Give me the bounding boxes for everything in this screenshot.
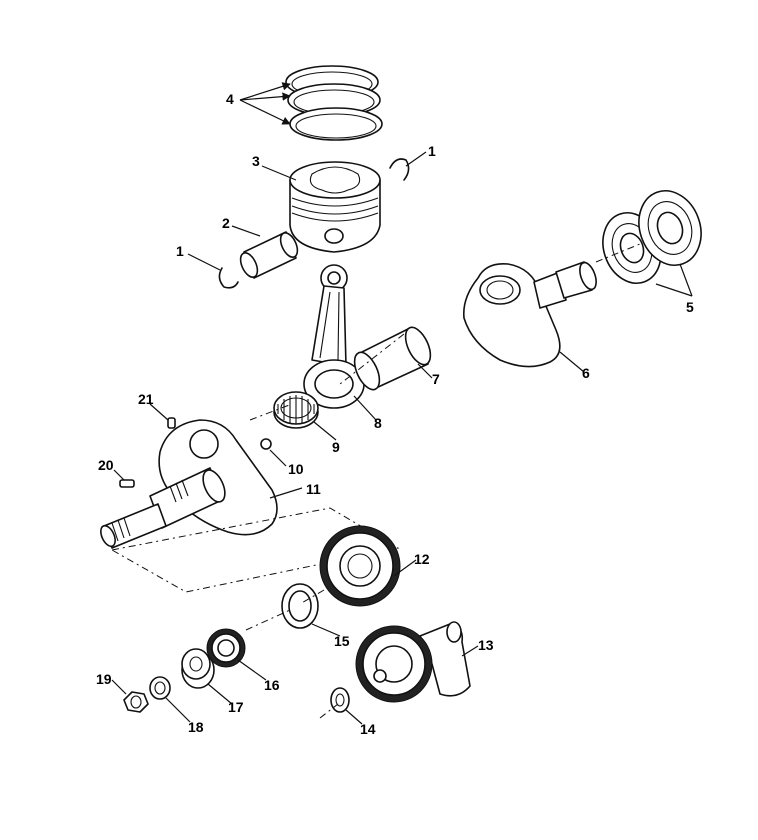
callout-10: 10 <box>288 461 304 477</box>
callout-13: 13 <box>478 637 494 653</box>
leader-lines <box>111 82 693 725</box>
assembly-outline <box>110 507 400 593</box>
callout-5: 5 <box>686 299 694 315</box>
piston-pin <box>239 231 299 279</box>
timing-gear <box>206 628 246 668</box>
callout-9: 9 <box>332 439 340 455</box>
woodruff-key-lower <box>119 479 135 488</box>
callout-16: 16 <box>264 677 280 693</box>
needle-bearing <box>273 391 319 429</box>
piston-rings <box>285 65 383 141</box>
callout-11: 11 <box>306 481 321 497</box>
thrust-washer <box>281 583 319 629</box>
callout-labels: 4 3 1 2 1 5 6 7 8 9 10 11 21 20 12 15 13… <box>96 91 694 737</box>
callout-15: 15 <box>334 633 350 649</box>
connecting-rod <box>303 264 365 409</box>
crankshaft-left-half <box>100 419 278 549</box>
crank-pin <box>353 326 432 391</box>
callout-4: 4 <box>226 91 234 107</box>
callout-14: 14 <box>360 721 376 737</box>
sprocket <box>181 648 215 689</box>
drive-gear <box>319 525 401 607</box>
circlip-left <box>218 267 239 289</box>
locating-ball <box>260 438 272 450</box>
callout-20: 20 <box>98 457 114 473</box>
crankshaft-right-half <box>462 261 597 368</box>
callout-1-left: 1 <box>176 243 184 259</box>
callout-8: 8 <box>374 415 382 431</box>
callout-17: 17 <box>228 699 244 715</box>
callout-6: 6 <box>582 365 590 381</box>
circlip-right <box>389 158 410 181</box>
callout-3: 3 <box>252 153 260 169</box>
shaft-washer <box>330 687 350 713</box>
lock-washer <box>149 676 171 700</box>
callout-19: 19 <box>96 671 112 687</box>
callout-1-right: 1 <box>428 143 436 159</box>
callout-18: 18 <box>188 719 204 735</box>
main-bearings <box>602 190 702 284</box>
hex-nut <box>123 691 149 713</box>
callout-7: 7 <box>432 371 440 387</box>
callout-2: 2 <box>222 215 230 231</box>
callout-12: 12 <box>414 551 430 567</box>
woodruff-key-upper <box>167 417 176 429</box>
piston <box>289 161 381 253</box>
balancer-gear-shaft <box>355 621 471 703</box>
callout-21: 21 <box>138 391 154 407</box>
